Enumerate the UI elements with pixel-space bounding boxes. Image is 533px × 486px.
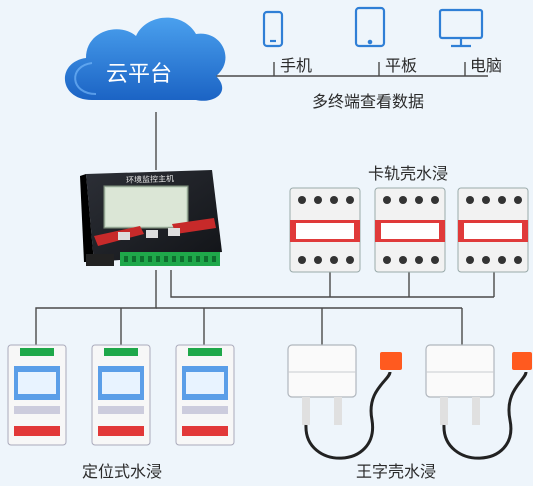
connection-lines xyxy=(35,62,495,345)
wangzi-sensor xyxy=(287,344,402,460)
terminal-label-phone: 手机 xyxy=(280,56,313,75)
tablet-icon xyxy=(354,6,386,48)
din-rail-sensors xyxy=(289,187,529,273)
monitor-icon xyxy=(438,8,484,48)
din-rail-sensor xyxy=(374,187,446,273)
terminal-label-computer: 电脑 xyxy=(470,56,503,75)
positioning-sensors xyxy=(7,344,235,446)
cloud-label: 云平台 xyxy=(106,62,173,87)
group-label-wangzi: 王字壳水浸 xyxy=(356,462,437,481)
group-label-din-rail: 卡轨壳水浸 xyxy=(368,164,449,183)
positioning-sensor xyxy=(175,344,235,446)
group-label-positioning: 定位式水浸 xyxy=(82,462,163,481)
din-rail-sensor xyxy=(289,187,361,273)
wangzi-sensors xyxy=(287,344,532,460)
terminal-label-tablet: 平板 xyxy=(385,56,418,75)
host-screen-text: 环境监控主机 xyxy=(125,174,175,185)
phone-icon xyxy=(262,10,284,48)
positioning-sensor xyxy=(7,344,67,446)
monitoring-host xyxy=(80,170,222,266)
wangzi-sensor xyxy=(425,344,532,460)
terminals-caption: 多终端查看数据 xyxy=(312,92,425,111)
din-rail-sensor xyxy=(457,187,529,273)
positioning-sensor xyxy=(91,344,151,446)
cloud-platform xyxy=(64,17,226,101)
